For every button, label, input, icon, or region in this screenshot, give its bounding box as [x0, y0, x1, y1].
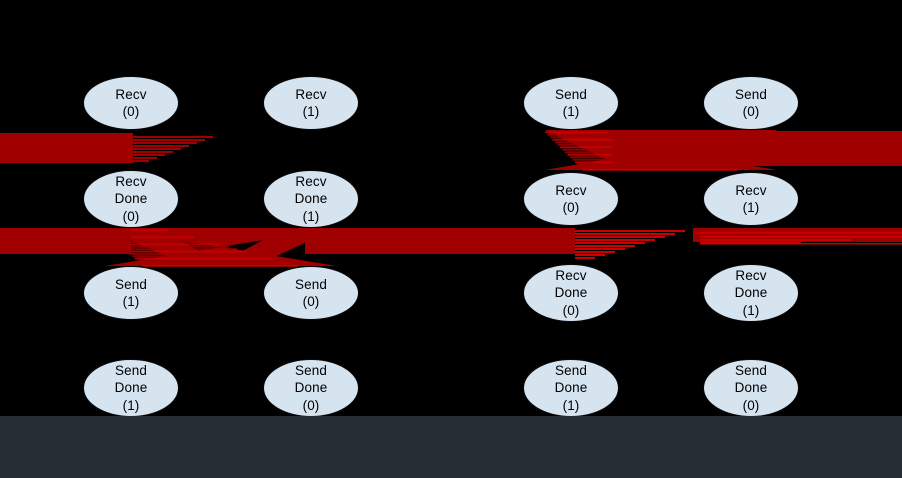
- graph-node-n6[interactable]: Recv (0): [523, 172, 619, 226]
- graph-node-n12[interactable]: Send Done (1): [83, 359, 179, 417]
- comb-row1-left-tooth: [133, 136, 213, 138]
- cross-right-scanline: [582, 168, 739, 171]
- comb-row1-left-tooth: [133, 142, 197, 144]
- comb-row1-left-tooth: [133, 160, 149, 162]
- graph-node-label: Send (1): [115, 276, 147, 310]
- graph-node-label: Send Done (1): [554, 362, 588, 413]
- cross-right-scanline: [550, 136, 626, 139]
- comb-row2-mid-tooth: [575, 233, 675, 235]
- graph-node-n7[interactable]: Recv (1): [703, 172, 799, 226]
- band-row2-far: [693, 228, 902, 242]
- graph-node-n4[interactable]: Recv Done (0): [83, 170, 179, 228]
- cross-left-scanline: [112, 236, 195, 239]
- comb-row2-hair-tooth: [700, 239, 852, 241]
- cross-left-scanline: [117, 241, 212, 244]
- band-row1-left: [0, 133, 133, 163]
- graph-node-label: Send Done (1): [114, 362, 148, 413]
- comb-row2-mid-tooth: [575, 248, 625, 250]
- graph-node-n0[interactable]: Recv (0): [83, 76, 179, 130]
- cross-left-scanline: [120, 243, 221, 246]
- cross-right-scanline: [545, 131, 608, 134]
- comb-row2-mid-tooth: [575, 257, 595, 259]
- graph-node-n8[interactable]: Send (1): [83, 266, 179, 320]
- graph-node-label: Recv (1): [295, 86, 327, 120]
- graph-node-label: Recv (1): [735, 182, 767, 216]
- graph-node-label: Recv (0): [555, 182, 587, 216]
- cross-left-scanline: [130, 252, 255, 255]
- comb-row1-left-tooth: [133, 154, 165, 156]
- cross-left-scanline: [105, 229, 168, 232]
- graph-node-label: Send Done (0): [294, 362, 328, 413]
- cross-left-scanline: [137, 260, 281, 263]
- comb-row2-mid-tooth: [575, 230, 685, 232]
- cross-left-scanline: [132, 255, 264, 258]
- hairline-tear-0: [700, 232, 902, 234]
- graph-node-n9[interactable]: Send (0): [263, 266, 359, 320]
- comb-row2-hair-tooth: [700, 236, 902, 238]
- graph-node-label: Send (1): [555, 86, 587, 120]
- cross-left-scanline: [110, 233, 186, 236]
- graph-node-n2[interactable]: Send (1): [523, 76, 619, 130]
- cross-right-scanline: [560, 146, 661, 149]
- cross-right-scanline: [557, 143, 652, 146]
- graph-node-label: Recv (0): [115, 86, 147, 120]
- graph-node-n10[interactable]: Recv Done (0): [523, 264, 619, 322]
- cross-right-scanline: [555, 141, 643, 144]
- graph-node-n14[interactable]: Send Done (1): [523, 359, 619, 417]
- graph-node-label: Recv Done (0): [114, 173, 148, 224]
- cross-right-scanline: [547, 133, 617, 136]
- comb-row1-left-tooth: [133, 139, 205, 141]
- graph-node-n1[interactable]: Recv (1): [263, 76, 359, 130]
- comb-row2-mid-tooth: [575, 236, 665, 238]
- band-row2-left: [0, 228, 131, 254]
- comb-row2-mid-tooth: [575, 242, 645, 244]
- comb-row2-mid-tooth: [575, 251, 615, 253]
- graph-node-label: Recv Done (0): [554, 267, 588, 318]
- cross-left-scanline: [125, 248, 238, 251]
- cross-right-scanline: [552, 138, 635, 141]
- comb-row1-left-tooth: [133, 145, 189, 147]
- graph-node-label: Recv Done (1): [734, 267, 768, 318]
- cross-left-scanline: [142, 264, 299, 267]
- graph-node-label: Recv Done (1): [294, 173, 328, 224]
- cross-left-scanline: [115, 238, 203, 241]
- graph-node-n15[interactable]: Send Done (0): [703, 359, 799, 417]
- comb-row2-mid-tooth: [575, 239, 655, 241]
- comb-row2-mid-tooth: [575, 245, 635, 247]
- graph-node-label: Send (0): [295, 276, 327, 310]
- edge-layer: [0, 130, 902, 267]
- comb-row1-left-tooth: [133, 157, 157, 159]
- cross-left-scanline: [135, 257, 273, 260]
- comb-row2-mid-tooth: [575, 254, 605, 256]
- graph-node-label: Send Done (0): [734, 362, 768, 413]
- cross-left-scanline: [122, 245, 229, 248]
- band-row1-right: [613, 131, 902, 166]
- graph-node-n3[interactable]: Send (0): [703, 76, 799, 130]
- cross-left-scanline: [140, 262, 290, 265]
- graph-node-n11[interactable]: Recv Done (1): [703, 264, 799, 322]
- comb-row1-left-tooth: [133, 148, 181, 150]
- cross-right-scanline: [580, 166, 730, 169]
- hairline-tear-1: [700, 243, 902, 245]
- graph-node-n5[interactable]: Recv Done (1): [263, 170, 359, 228]
- graph-node-n13[interactable]: Send Done (0): [263, 359, 359, 417]
- cross-left-scanline: [127, 250, 247, 253]
- cross-left-scanline: [107, 231, 177, 234]
- graph-node-label: Send (0): [735, 86, 767, 120]
- band-row2-mid: [305, 228, 575, 254]
- comb-row1-left-tooth: [133, 151, 173, 153]
- bottom-status-bar: [0, 416, 902, 478]
